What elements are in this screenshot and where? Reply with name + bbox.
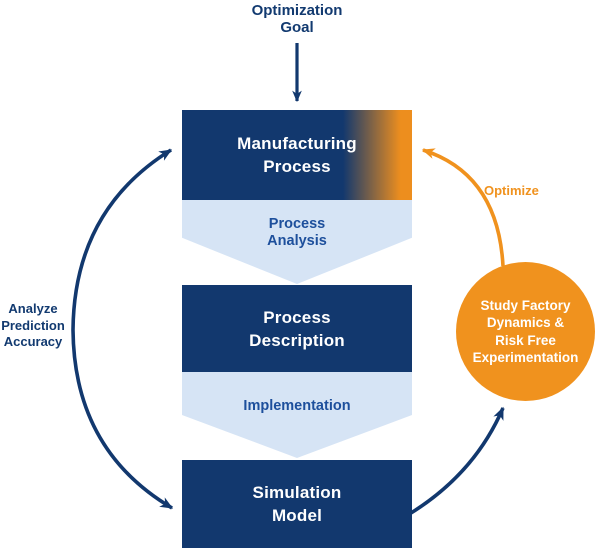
- analyze-label-line2: Prediction: [1, 317, 65, 333]
- optimization-goal-line1: Optimization: [251, 2, 343, 19]
- study-factory-circle: Study Factory Dynamics & Risk Free Exper…: [456, 262, 595, 401]
- process-description-line2: Description: [249, 330, 345, 350]
- analyze-prediction-accuracy-label: Analyze Prediction Accuracy: [0, 301, 66, 351]
- optimization-goal-label: Optimization Goal: [217, 2, 377, 36]
- process-analysis-line1: Process: [268, 216, 326, 232]
- cycle-arc-up-icon: [71, 148, 173, 331]
- study-circle-line2: Dynamics &: [486, 315, 565, 330]
- study-circle-line3: Risk Free: [495, 332, 556, 348]
- optimize-label: Optimize: [484, 183, 539, 198]
- simulation-model-box: Simulation Model: [182, 460, 412, 548]
- optimize-arrow-icon: [421, 148, 505, 267]
- implementation-label: Implementation: [243, 398, 351, 414]
- study-circle-line1: Study Factory: [480, 297, 571, 313]
- manufacturing-process-line2: Process: [263, 157, 331, 176]
- manufacturing-process-line1: Manufacturing: [237, 134, 357, 153]
- simulation-model-line1: Simulation: [252, 483, 342, 502]
- simulation-model-line2: Model: [271, 506, 323, 525]
- cycle-arc-down-icon: [71, 329, 174, 510]
- process-analysis-line2: Analysis: [267, 232, 327, 249]
- analyze-label-line3: Accuracy: [3, 334, 63, 349]
- process-description-box: Process Description: [182, 285, 412, 372]
- manufacturing-process-box: Manufacturing Process: [182, 110, 412, 200]
- simulation-to-study-arrow-icon: [410, 406, 505, 515]
- analyze-label-line1: Analyze: [8, 301, 58, 316]
- study-circle-line4: Experimentation: [472, 350, 579, 365]
- process-description-line1: Process: [263, 307, 331, 327]
- optimization-goal-line2: Goal: [280, 19, 314, 36]
